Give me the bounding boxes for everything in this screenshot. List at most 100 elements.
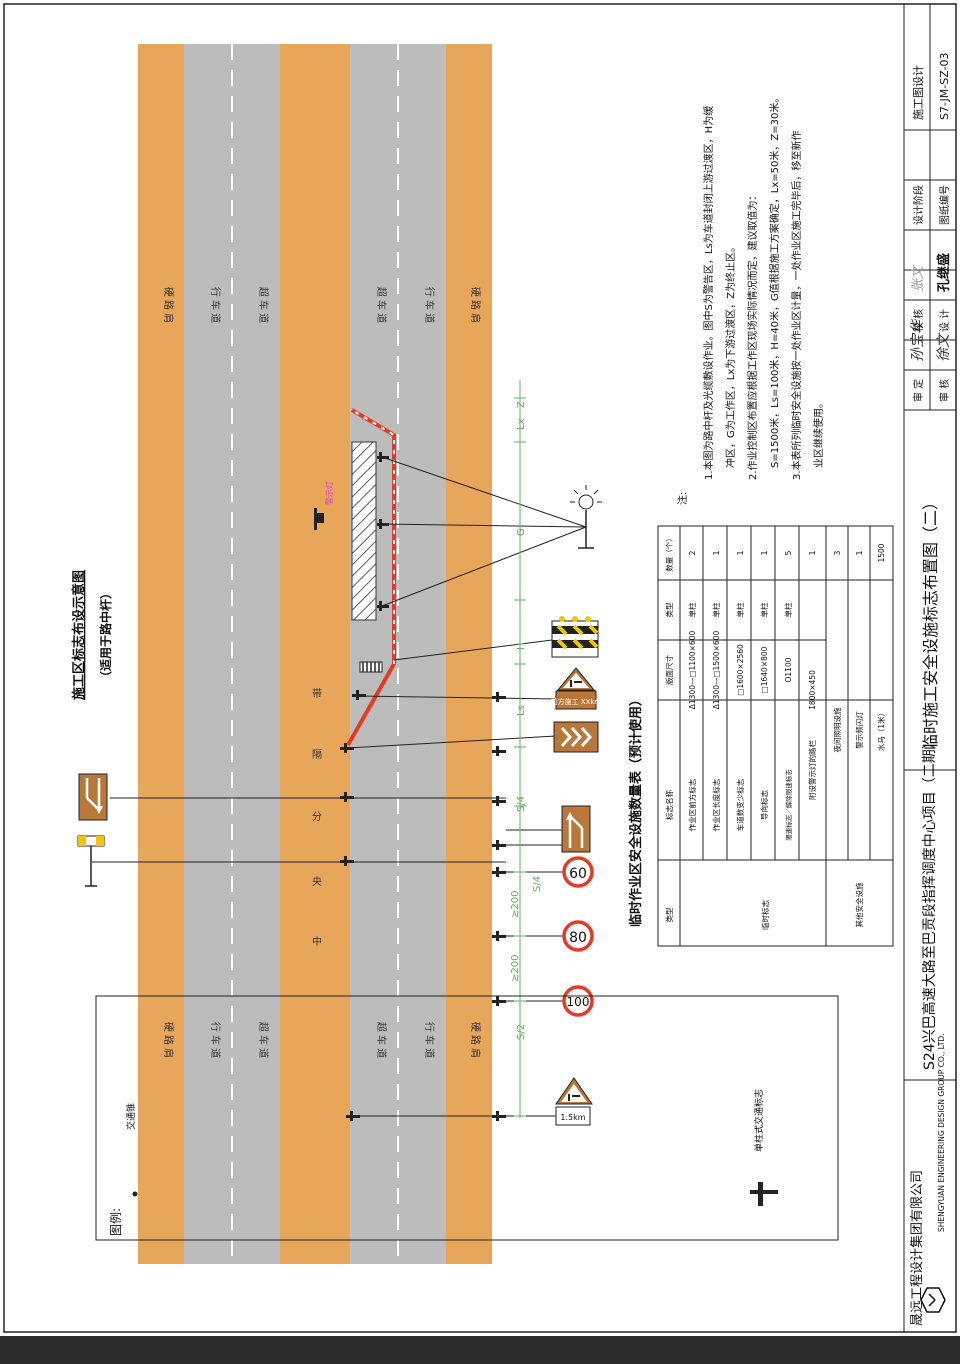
drawing-canvas: 晟远工程设计集团有限公司 SHENGYUAN ENGINEERING DESIG… [3, 3, 957, 1333]
diagram-heading: 施工区标志布设示意图 [71, 570, 87, 700]
th-size: 版面尺寸 [664, 655, 674, 685]
median-char-2: 央 [312, 875, 322, 888]
stage-value: 施工图设计 [912, 65, 925, 120]
barricade-icon [551, 616, 599, 658]
speed-limit-100-icon: 100 [562, 985, 594, 1017]
road-plan [138, 44, 492, 1264]
dim-s4a: S/4 [516, 796, 527, 812]
r5-qty: 5 [784, 550, 793, 555]
median-char-1: 中 [312, 935, 322, 948]
th-kind: 类型 [664, 602, 674, 617]
r1-name: 作业区前方标志 [687, 778, 697, 831]
dim-h: H [516, 642, 527, 650]
number-value: S7-JM-SZ-03 [938, 52, 951, 120]
note-line-1: 1.本图为路中杆及光缆敷设作业。图中S为警告区，Ls为车道封闭上游过渡区，H为缓 [702, 106, 715, 480]
r9-name: 水马（1米） [876, 709, 886, 751]
th-type: 类型 [664, 907, 674, 922]
label-shoulder-r2: 硬 路 肩 [469, 1022, 482, 1058]
warning-light-post [314, 508, 324, 530]
r8-qty: 1 [855, 550, 864, 555]
note-line-5: 3.本表所列临时安全设施按一处作业区计量，一处作业区施工完毕后，移至新作 [790, 130, 803, 480]
warning-light-label: 警示灯 [324, 481, 334, 505]
road-work-sign-text: 前方施工 XXkm [551, 697, 602, 706]
design-signature: 孔继盛 [936, 253, 952, 292]
label-over-r2: 超 车 道 [375, 1022, 388, 1058]
r3-qty: 1 [736, 550, 745, 555]
r4-name: 导向标志 [759, 790, 769, 820]
speed-limit-80-icon: 80 [562, 920, 594, 952]
shoulder-left [138, 44, 184, 1264]
r2-name: 作业区长度标志 [711, 778, 721, 831]
legend-item-sign: 单柱式交通标志 [753, 1089, 765, 1152]
r7-qty: 3 [833, 550, 842, 555]
th-qty: 数量（个） [664, 534, 674, 572]
lane-reduction-sign-icon [561, 805, 591, 853]
drawing-title: 临时施工安全设施标志布置图（二） [921, 494, 940, 750]
r1-kind: 单柱 [687, 602, 697, 617]
r8-name: 警示频闪灯 [854, 711, 864, 749]
table-title: 临时作业区安全设施数量表（预计使用） [628, 693, 644, 927]
review-signature: 徐文 [936, 332, 952, 362]
r5-kind: 单柱 [783, 602, 793, 617]
design-label: 设 计 [938, 309, 951, 332]
speed-100-text: 100 [567, 995, 590, 1009]
stage-label: 设计阶段 [912, 185, 925, 225]
label-shoulder-r1: 硬 路 肩 [469, 287, 482, 323]
note-line-6: 业区继续使用。 [812, 398, 825, 468]
drawing-sheet: 晟远工程设计集团有限公司 SHENGYUAN ENGINEERING DESIG… [0, 0, 960, 1336]
check-label: 校 核 [912, 309, 925, 332]
road-work-distance-sign-icon: 1.5km [555, 1077, 593, 1126]
r3-size: □1600×2560 [736, 644, 745, 696]
review-label: 审 核 [938, 379, 951, 402]
r5-size: O1100 [784, 657, 793, 682]
quantity-table: 临时作业区安全设施数量表（预计使用） 类型 标志名称 版面尺寸 类型 数量（个）… [628, 525, 894, 947]
company-name-cn: 晟远工程设计集团有限公司 [909, 1170, 925, 1326]
notes: 注: 1.本图为路中杆及光缆敷设作业。图中S为警告区，Ls为车道封闭上游过渡区，… [676, 93, 825, 505]
label-over-r1: 超 车 道 [375, 287, 388, 323]
company-name-en: SHENGYUAN ENGINEERING DESIGN GROUP CO., … [937, 1033, 946, 1232]
notes-head: 注: [676, 492, 689, 505]
r2-kind: 单柱 [711, 602, 721, 617]
r3-name: 车道数变少标志 [735, 778, 745, 831]
dim-z: Z [516, 401, 527, 408]
check-signature: 张文 [910, 264, 926, 292]
approve-label: 审 定 [912, 379, 925, 402]
r6-qty: 1 [808, 550, 817, 555]
legend-box [95, 995, 839, 1241]
shoulder-right [446, 44, 492, 1264]
group-safety: 其他安全设施 [854, 882, 864, 927]
speed-60-text: 60 [569, 866, 587, 882]
dim-s4b: S/4 [532, 876, 543, 892]
number-label: 图纸编号 [938, 185, 951, 225]
label-drive-r2: 行 车 道 [423, 1022, 436, 1058]
note-line-3: 2.作业控制区布置应根据工作区现场实际情况而定，建议取值为： [746, 190, 759, 480]
r4-qty: 1 [760, 550, 769, 555]
end-flasher-post [77, 835, 105, 887]
r4-size: □1640×800 [760, 646, 769, 693]
approve-signature: 孙宝华 [910, 318, 926, 362]
lighting-tower [570, 485, 602, 549]
diagram-subheading: （适用于路中杆） [98, 587, 113, 683]
viewer-bottom-bar [0, 1336, 960, 1364]
work-area [351, 441, 377, 621]
chevron-sign-icon [553, 721, 599, 753]
median-char-3: 分 [312, 811, 322, 823]
r9-qty: 1500 [877, 543, 886, 562]
speed-limit-60-icon: 60 [562, 856, 594, 888]
r4-kind: 单柱 [759, 602, 769, 617]
dim-g: G [516, 528, 527, 536]
label-drive-l1: 行 车 道 [209, 287, 222, 323]
r6-size: 1800×450 [808, 670, 817, 710]
label-over-l1: 超 车 道 [257, 287, 270, 323]
dimension-line [514, 380, 526, 1118]
label-drive-r1: 行 车 道 [423, 287, 436, 323]
distance-sign-text: 1.5km [560, 1113, 585, 1122]
r5-name: 限速标志／解除限速标志 [784, 769, 793, 841]
note-line-2: 冲区，G为工作区，Lx为下游过渡区，Z为终止区。 [724, 242, 737, 468]
r7-name: 夜间照明设施 [832, 707, 842, 752]
label-shoulder-l1: 硬 路 肩 [162, 287, 175, 323]
dim-200a: ≥200 [510, 891, 521, 918]
dim-ls: Ls [516, 705, 527, 716]
project-name: S24兴巴高速大路至巴贡段指挥调度中心项目（二期） [921, 735, 938, 1070]
r6-name: 附设警示灯的路栏 [807, 740, 817, 800]
